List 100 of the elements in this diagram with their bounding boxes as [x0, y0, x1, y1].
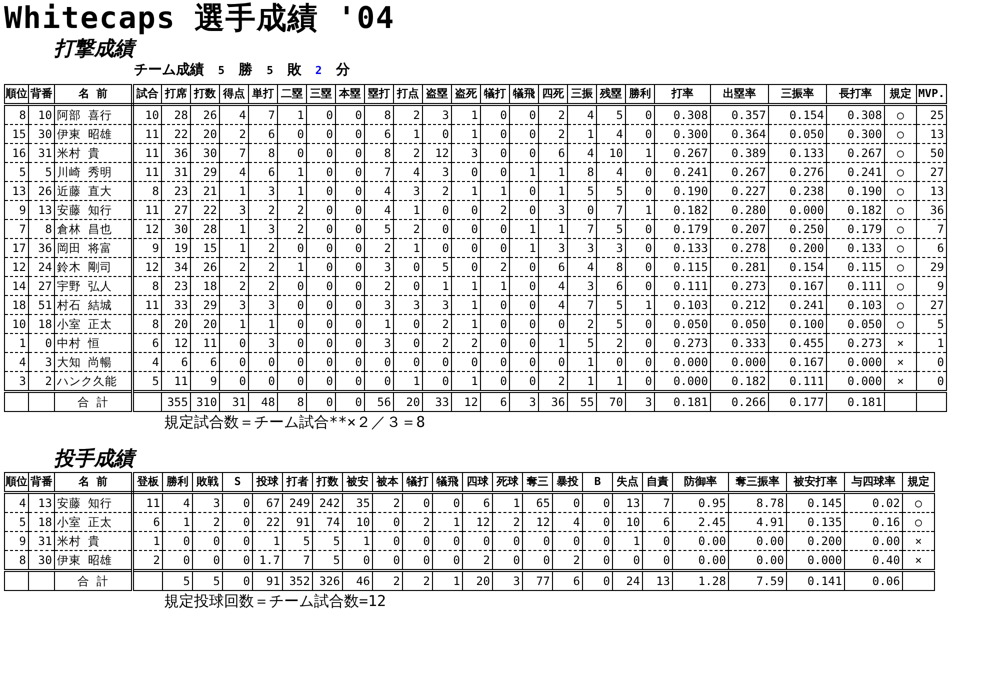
data-cell: 15 [4, 124, 28, 144]
data-cell: 5 [596, 104, 626, 124]
column-header: 背番 [28, 472, 54, 492]
data-cell: 4 [568, 258, 596, 276]
data-cell: 0 [626, 182, 654, 200]
data-cell: 4 [568, 144, 596, 162]
data-cell: 0 [192, 532, 222, 550]
data-cell: 0 [626, 258, 654, 276]
data-cell: 0 [642, 550, 672, 570]
column-header: 試合 [132, 84, 162, 104]
data-cell: 1 [394, 372, 422, 392]
data-cell: 4 [132, 352, 162, 372]
data-cell: 6 [132, 512, 162, 532]
data-cell: 0 [306, 276, 336, 296]
data-cell: 10 [132, 104, 162, 124]
data-cell: 鈴木 剛司 [54, 258, 132, 276]
total-cell: 5 [162, 570, 192, 590]
data-cell: 31 [162, 162, 190, 182]
total-cell: 合 計 [54, 570, 132, 590]
data-cell: 0.02 [844, 492, 902, 512]
data-cell: 0.95 [672, 492, 728, 512]
data-cell: 36 [28, 238, 54, 258]
data-cell: ○ [884, 238, 916, 258]
data-cell: 0 [432, 492, 462, 512]
data-cell: 0 [626, 314, 654, 334]
data-cell: 11 [162, 372, 190, 392]
data-cell: 中村 恒 [54, 334, 132, 352]
data-cell: 小室 正太 [54, 314, 132, 334]
data-cell: 5 [916, 314, 946, 334]
column-header: 犠打 [480, 84, 510, 104]
data-cell: 1 [422, 276, 452, 296]
data-cell: 0 [278, 144, 306, 162]
data-cell: 0 [452, 352, 480, 372]
data-cell: 3 [394, 182, 422, 200]
data-cell: 0.145 [786, 492, 844, 512]
data-cell: 27 [916, 162, 946, 182]
page-title: Whitecaps 選手成績 '04 [4, 2, 395, 36]
record-count: 5 [218, 63, 225, 79]
data-cell: 6 [162, 352, 190, 372]
data-cell: 6 [248, 124, 278, 144]
total-cell: 合 計 [54, 392, 132, 412]
data-cell: 1 [480, 182, 510, 200]
data-cell: 20 [190, 314, 220, 334]
data-cell: 25 [916, 104, 946, 124]
data-cell: 0 [336, 352, 364, 372]
data-cell: 0.133 [768, 144, 826, 162]
data-cell: 0 [306, 220, 336, 238]
data-cell: 4 [552, 512, 582, 532]
total-cell: 33 [422, 392, 452, 412]
data-cell: 0 [336, 104, 364, 124]
data-cell: 0 [480, 238, 510, 258]
data-cell: 0 [306, 124, 336, 144]
data-cell: 0 [336, 220, 364, 238]
total-cell: 31 [220, 392, 248, 412]
data-cell: 0 [336, 200, 364, 220]
data-cell: 4 [220, 162, 248, 182]
data-cell: 0 [278, 276, 306, 296]
data-cell: 0 [480, 372, 510, 392]
data-cell: 0 [336, 276, 364, 296]
data-cell: 10 [596, 144, 626, 162]
data-cell: 1 [538, 182, 568, 200]
column-header: 背番 [28, 84, 54, 104]
data-cell: 0 [452, 220, 480, 238]
total-cell: 13 [642, 570, 672, 590]
total-cell: 0 [306, 392, 336, 412]
data-cell: 1 [452, 372, 480, 392]
data-cell: 13 [4, 182, 28, 200]
data-cell: 1 [626, 296, 654, 314]
data-cell: 7 [220, 144, 248, 162]
data-cell: 0 [538, 352, 568, 372]
column-header: 三振率 [768, 84, 826, 104]
data-cell: 1 [916, 334, 946, 352]
data-cell: 0 [222, 492, 252, 512]
data-cell: 0 [306, 144, 336, 162]
data-cell: 0 [612, 550, 642, 570]
total-cell: 0.06 [844, 570, 902, 590]
total-cell: 12 [452, 392, 480, 412]
column-header: 打者 [282, 472, 312, 492]
data-cell: ○ [884, 258, 916, 276]
data-cell: ○ [884, 220, 916, 238]
data-cell: 12 [162, 334, 190, 352]
data-cell: 2 [480, 258, 510, 276]
data-cell: 0.40 [844, 550, 902, 570]
total-cell: 2 [402, 570, 432, 590]
data-cell: 2 [596, 334, 626, 352]
data-cell: 3 [4, 372, 28, 392]
data-cell: 0.111 [768, 372, 826, 392]
data-cell: 7 [568, 296, 596, 314]
data-cell: 5 [312, 550, 342, 570]
data-cell: 34 [162, 258, 190, 276]
data-cell: 8 [596, 258, 626, 276]
data-cell: 1 [278, 258, 306, 276]
data-cell: 0 [626, 372, 654, 392]
data-cell: 2 [422, 314, 452, 334]
data-cell: 0 [480, 314, 510, 334]
total-cell: 91 [252, 570, 282, 590]
data-cell: 0 [626, 238, 654, 258]
data-cell: 1 [538, 220, 568, 238]
data-cell: 0 [480, 296, 510, 314]
data-cell: 0.238 [768, 182, 826, 200]
